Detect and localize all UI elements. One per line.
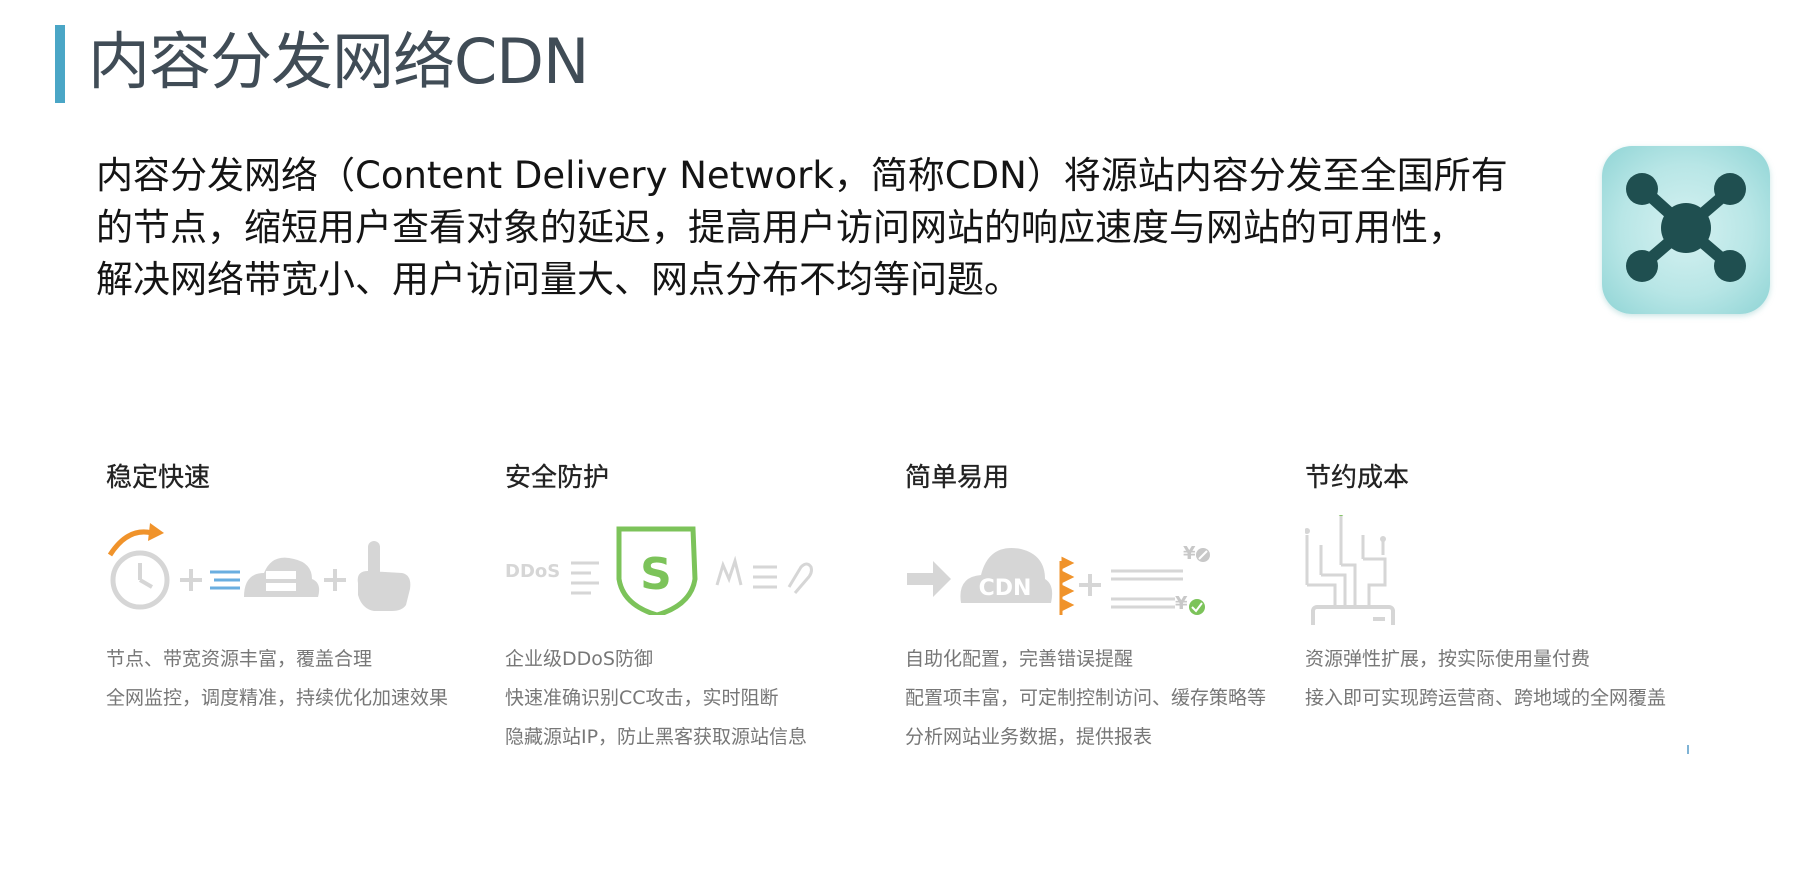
feature-title: 简单易用 bbox=[905, 463, 1010, 493]
feature-line: 配置项丰富，可定制控制访问、缓存策略等 bbox=[905, 687, 1267, 709]
feature-line: 快速准确识别CC攻击，实时阻断 bbox=[505, 687, 779, 709]
feature-line: 企业级DDoS防御 bbox=[505, 648, 653, 670]
touch-hand-icon bbox=[357, 541, 411, 611]
divider-tick bbox=[1687, 745, 1689, 754]
intro-paragraph: 内容分发网络（Content Delivery Network，简称CDN）将源… bbox=[96, 150, 1576, 306]
cloud-server-icon bbox=[244, 557, 320, 597]
clock-arrow-icon bbox=[107, 523, 170, 610]
server-branch-icon bbox=[1305, 515, 1395, 625]
shield-letter: S bbox=[640, 549, 672, 600]
feature-easy-use: 简单易用 CDN ¥ ¥ 自助化配置 bbox=[905, 460, 1305, 748]
intro-line: 解决网络带宽小、用户访问量大、网点分布不均等问题。 bbox=[96, 258, 1021, 301]
feature-title: 稳定快速 bbox=[106, 463, 211, 493]
feature-cost-saving: 节约成本 资源弹性扩展，按实际使用量付费 接入即可实现跨运营商、跨地域的全网覆盖 bbox=[1305, 460, 1705, 709]
title-accent-bar bbox=[55, 25, 65, 103]
feature-line: 资源弹性扩展，按实际使用量付费 bbox=[1305, 648, 1591, 670]
yen-label-2: ¥ bbox=[1175, 593, 1188, 614]
ddos-label: DDoS bbox=[505, 561, 560, 582]
feature-title: 安全防护 bbox=[505, 463, 610, 493]
feature-line: 自助化配置，完善错误提醒 bbox=[905, 648, 1134, 670]
shield-s-icon: S bbox=[616, 526, 698, 615]
feature-line: 分析网站业务数据，提供报表 bbox=[905, 726, 1153, 748]
security-illustration: DDoS S bbox=[505, 526, 813, 615]
intro-line: 的节点，缩短用户查看对象的延迟，提高用户访问网站的响应速度与网站的可用性， bbox=[96, 206, 1465, 249]
intro-line: 内容分发网络（Content Delivery Network，简称CDN）将源… bbox=[96, 154, 1508, 197]
page-title: 内容分发网络CDN bbox=[88, 25, 589, 98]
yen-coin-icon: ¥ ¥ bbox=[1175, 543, 1210, 615]
cdn-cloud-label: CDN bbox=[979, 576, 1032, 601]
feature-line: 接入即可实现跨运营商、跨地域的全网覆盖 bbox=[1305, 687, 1667, 709]
yen-label-1: ¥ bbox=[1183, 543, 1196, 564]
feature-stable-fast: 稳定快速 节点、带宽资源丰富，覆盖合理 bbox=[106, 460, 506, 709]
cdn-cloud-icon: CDN bbox=[960, 548, 1053, 603]
feature-line: 节点、带宽资源丰富，覆盖合理 bbox=[106, 648, 373, 670]
cdn-network-icon bbox=[1602, 146, 1770, 314]
easy-use-illustration: CDN ¥ ¥ bbox=[907, 543, 1210, 615]
feature-line: 全网监控，调度精准，持续优化加速效果 bbox=[106, 687, 449, 709]
feature-security: 安全防护 DDoS S 企业级DDoS防御 快速准确识别CC攻击，实时阻断 隐藏… bbox=[505, 460, 905, 748]
feature-title: 节约成本 bbox=[1305, 463, 1410, 493]
feature-line: 隐藏源站IP，防止黑客获取源站信息 bbox=[505, 726, 808, 748]
stable-fast-illustration bbox=[107, 523, 411, 611]
